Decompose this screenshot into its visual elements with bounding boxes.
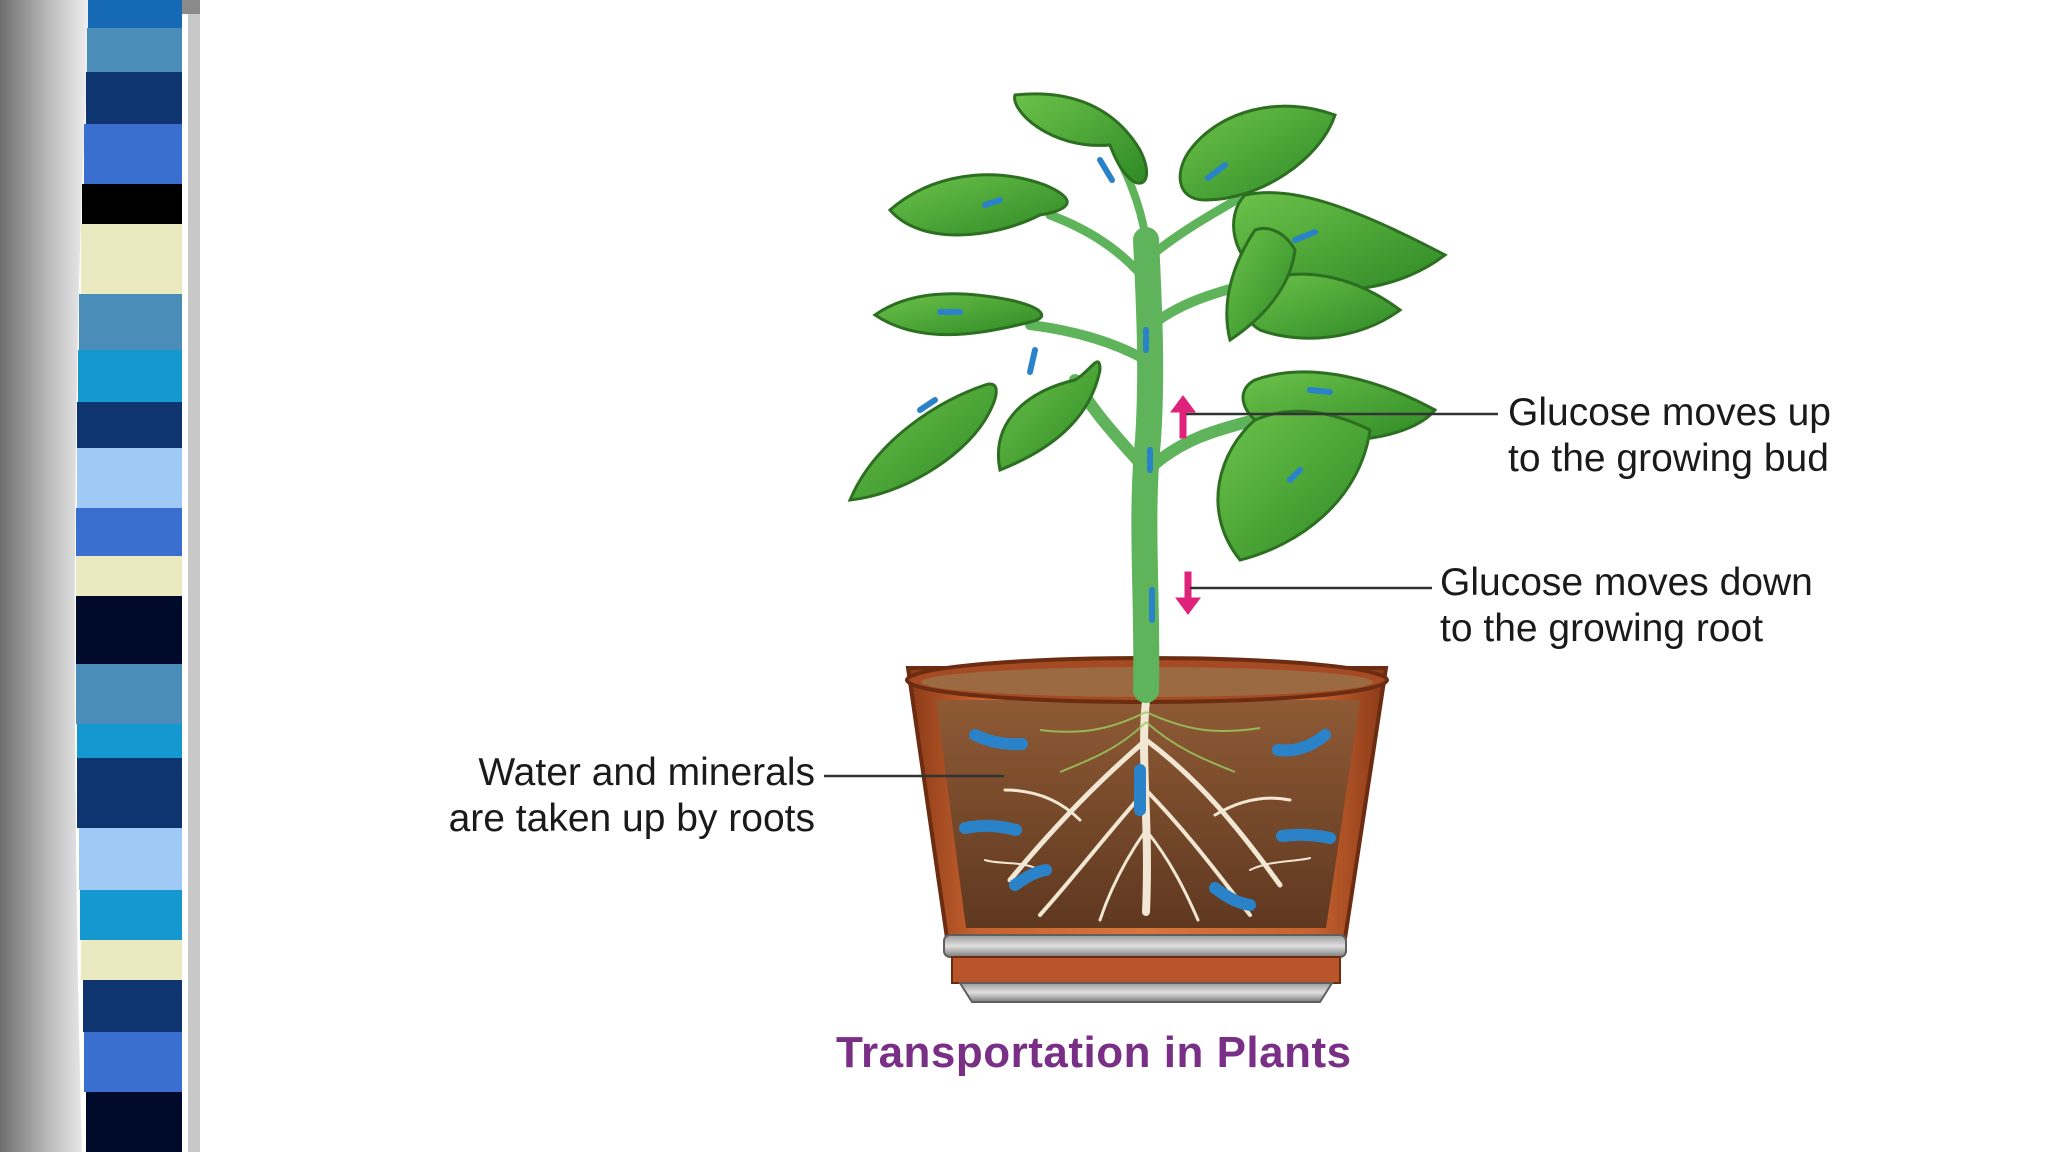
glucose-up-arrow <box>1170 395 1196 439</box>
label-glucose-up: Glucose moves up to the growing bud <box>1508 390 1831 482</box>
sidebar-stripe <box>81 224 182 294</box>
sidebar-stripe <box>76 556 182 596</box>
leaf <box>1013 92 1149 185</box>
sidebar-stripe <box>78 350 182 402</box>
sidebar-stripe <box>79 828 182 890</box>
sidebar-stripe <box>77 724 182 758</box>
decorative-sidebar <box>0 0 200 1152</box>
label-leader-lines <box>824 412 1498 778</box>
sidebar-stripe <box>87 28 182 72</box>
sidebar-stripe <box>84 124 182 184</box>
pot-base <box>951 956 1341 984</box>
glucose-down-arrow <box>1175 571 1201 615</box>
sidebar-stripe <box>77 448 182 508</box>
sidebar-gradient-panel <box>0 0 92 1152</box>
leaf <box>1178 104 1337 202</box>
pot-lower-band <box>943 934 1347 958</box>
sidebar-stripe <box>76 596 182 664</box>
sidebar-stripe <box>86 1092 182 1152</box>
sidebar-stripes <box>76 0 182 1152</box>
label-water-minerals: Water and minerals are taken up by roots <box>330 750 815 842</box>
leaf <box>997 360 1102 473</box>
leaf <box>1225 226 1297 343</box>
sidebar-stripe <box>88 0 182 28</box>
sidebar-stripe <box>77 758 182 828</box>
leaf <box>1216 409 1372 562</box>
sidebar-stripe <box>79 294 182 350</box>
leaf <box>847 382 998 502</box>
sidebar-stripe <box>84 1032 182 1092</box>
sidebar-edge-bar <box>188 14 200 1152</box>
label-glucose-up-line-2: to the growing bud <box>1508 437 1829 480</box>
sidebar-stripe <box>86 72 182 124</box>
plant-leaves <box>847 92 1448 562</box>
sidebar-stripe <box>82 184 182 224</box>
leaf <box>887 173 1069 237</box>
sidebar-stripe <box>76 664 182 724</box>
label-glucose-down: Glucose moves down to the growing root <box>1440 560 1813 652</box>
sidebar-stripe <box>80 890 182 940</box>
pot-base-rim <box>958 982 1334 1003</box>
label-glucose-up-line-1: Glucose moves up <box>1508 391 1831 434</box>
diagram-caption: Transportation in Plants <box>836 1028 1352 1077</box>
label-water-minerals-line-1: Water and minerals <box>478 751 815 794</box>
water-uptake-arrows <box>959 729 1336 911</box>
sidebar-divider-bar <box>182 0 200 14</box>
plant-illustration <box>824 92 1498 1003</box>
label-glucose-down-line-2: to the growing root <box>1440 607 1764 650</box>
sidebar-stripe <box>76 508 182 556</box>
sidebar-stripe <box>77 402 182 448</box>
plant-stem <box>1025 136 1270 703</box>
root-hairs-green <box>1039 711 1261 773</box>
label-water-minerals-line-2: are taken up by roots <box>448 797 815 840</box>
sidebar-stripe <box>83 980 182 1032</box>
label-glucose-down-line-1: Glucose moves down <box>1440 561 1813 604</box>
glucose-arrows <box>1170 395 1201 615</box>
xylem-flow-arrows <box>917 157 1333 623</box>
sidebar-stripe <box>81 940 182 980</box>
